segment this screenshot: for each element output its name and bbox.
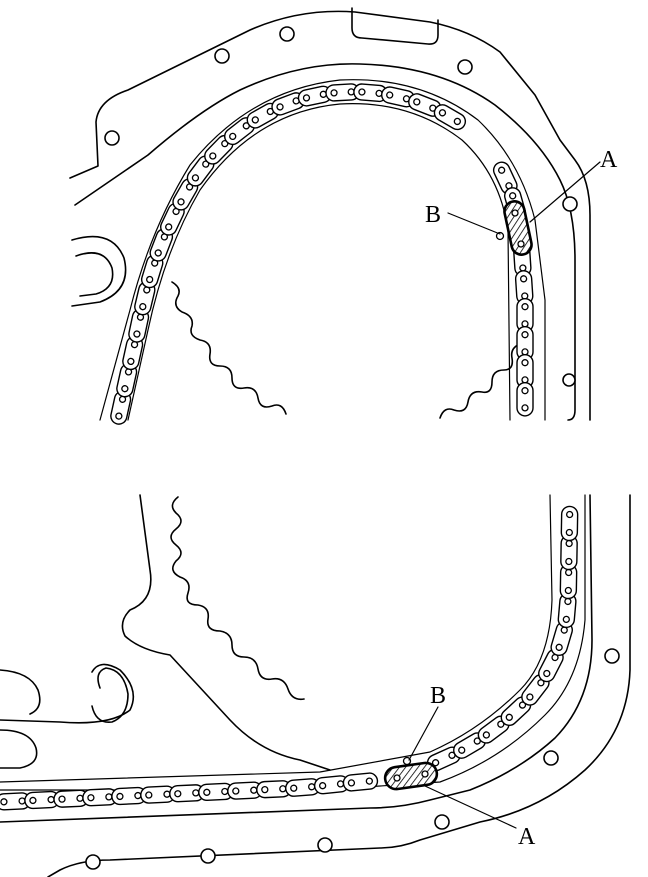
chain-link <box>516 353 534 389</box>
top-timing-chain <box>110 83 534 425</box>
bottom-bolt-hole <box>604 648 620 664</box>
bottom-leader-b <box>408 706 439 761</box>
chain-link <box>560 534 578 571</box>
chain-link <box>24 790 60 810</box>
bottom-left-curve <box>0 669 41 715</box>
bottom-left-lower <box>0 729 38 769</box>
chain-link <box>256 780 292 799</box>
bottom-leader-a <box>424 785 517 829</box>
top-bolt-hole <box>279 26 295 42</box>
top-label-b: B <box>425 202 441 228</box>
top-label-a: A <box>600 147 618 173</box>
chain-link <box>516 381 534 417</box>
bottom-marked-link <box>383 761 439 791</box>
chain-link <box>560 505 579 542</box>
top-cover-tab <box>351 7 439 45</box>
chain-link <box>492 161 518 195</box>
bottom-chain-guide-outer <box>0 494 586 791</box>
top-bolt-hole <box>457 59 473 75</box>
top-bolt-hole <box>214 48 230 64</box>
top-chain-guide-inner <box>127 103 511 421</box>
bottom-chain-guide-inner <box>0 494 553 783</box>
top-marked-link <box>503 200 533 256</box>
chain-link <box>313 775 350 795</box>
top-bolt-hole <box>104 130 120 146</box>
chain-link <box>342 772 379 792</box>
chain-link <box>149 228 174 262</box>
top-mark-b-dot <box>495 231 505 241</box>
top-view: A B <box>69 7 618 425</box>
chain-link <box>325 83 360 102</box>
top-bolt-hole <box>562 373 576 387</box>
chain-link <box>82 788 118 807</box>
top-sprocket-teeth-left <box>171 281 287 415</box>
bottom-left-arm <box>0 663 135 724</box>
bottom-bolt-hole <box>543 750 559 766</box>
chain-link <box>353 83 388 103</box>
chain-link <box>116 363 138 398</box>
top-cover-inner-flange <box>74 63 576 421</box>
bottom-bolt-hole <box>85 854 101 870</box>
bottom-bolt-hole <box>317 837 333 853</box>
bottom-cover-inner <box>0 494 593 823</box>
bottom-label-a: A <box>518 824 536 850</box>
top-leader-b <box>447 212 501 235</box>
bottom-left-structure <box>121 494 331 771</box>
chain-link <box>381 86 416 108</box>
bottom-timing-chain <box>0 505 579 811</box>
top-leader-a <box>529 161 601 223</box>
top-sprocket-teeth-right <box>439 343 521 419</box>
chain-link <box>0 792 31 811</box>
chain-link <box>433 104 467 131</box>
chain-link <box>426 746 461 772</box>
top-left-boss <box>71 235 127 307</box>
bottom-bolt-hole <box>434 814 450 830</box>
top-chain-guide-outer <box>99 79 546 421</box>
bottom-sprocket-teeth <box>170 496 305 701</box>
bottom-left-boss <box>91 667 129 723</box>
bottom-bolt-hole <box>200 848 216 864</box>
top-cover-outline <box>69 10 591 421</box>
bottom-view: A B <box>0 494 631 877</box>
bottom-label-b: B <box>430 683 446 709</box>
top-bolt-hole <box>562 196 578 212</box>
chain-link <box>198 782 234 802</box>
chain-link <box>53 789 89 808</box>
